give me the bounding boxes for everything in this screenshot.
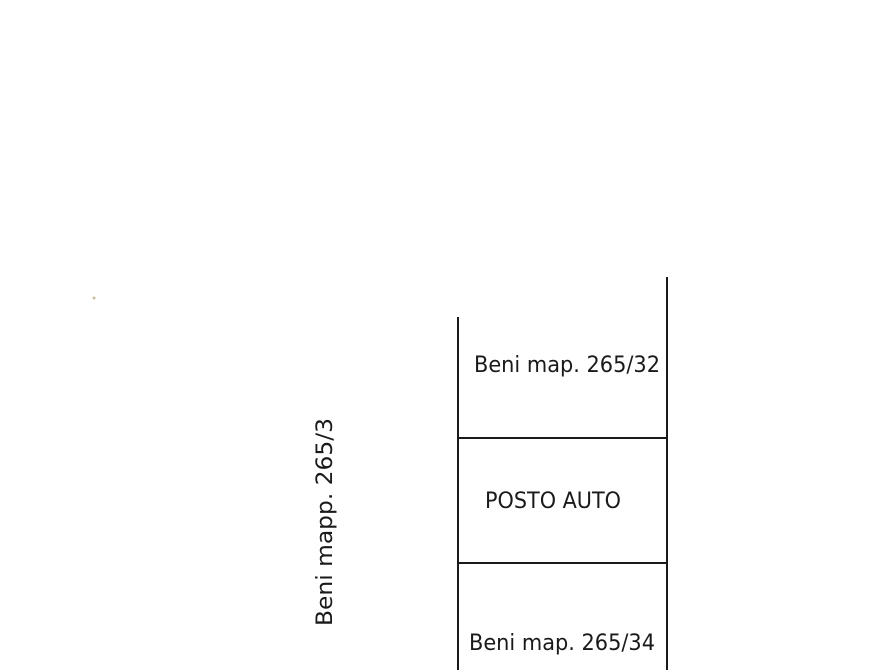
parcel-label-upper: Beni map. 265/32 — [474, 353, 660, 378]
parcel-label-lower: Beni map. 265/34 — [469, 631, 655, 656]
side-parcel-label: Beni mapp. 265/3 — [313, 418, 338, 626]
parking-space-label: POSTO AUTO — [485, 489, 621, 514]
scan-speck — [92, 296, 96, 300]
